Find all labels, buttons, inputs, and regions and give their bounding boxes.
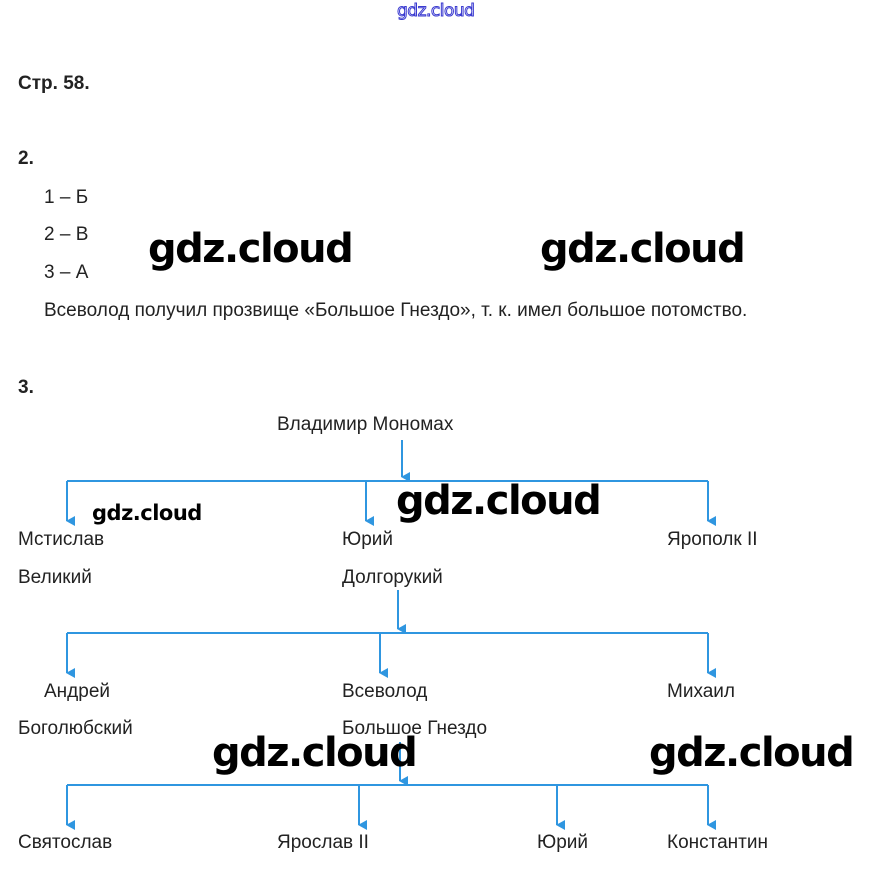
watermark: gdz.cloud [540, 226, 746, 272]
watermark: gdz.cloud [396, 478, 602, 524]
watermark: gdz.cloud [649, 730, 855, 776]
page-title: Стр. 58. [18, 73, 90, 94]
task-2-explanation: Всеволод получил прозвище «Большое Гнезд… [44, 300, 748, 321]
watermark: gdz.cloud [92, 501, 202, 525]
answer-item: 1 – Б [44, 187, 89, 208]
tree-node-name: Михаил [667, 681, 735, 702]
site-header-link[interactable]: gdz.cloud [396, 1, 475, 22]
tree-node-epithet: Долгорукий [342, 567, 443, 588]
tree-node-name: Святослав [18, 832, 113, 853]
tree-node-name: Андрей [44, 681, 110, 702]
watermark: gdz.cloud [148, 226, 354, 272]
tree-node-epithet: Боголюбский [18, 718, 133, 739]
task-3-number: 3. [18, 377, 34, 398]
tree-node-name: Всеволод [342, 681, 428, 702]
tree-node-name: Мстислав [18, 529, 105, 550]
tree-node-name: Константин [667, 832, 768, 853]
tree-node-name: Юрий [537, 832, 588, 853]
task-2-number: 2. [18, 148, 34, 169]
watermark: gdz.cloud [212, 730, 418, 776]
tree-node-name: Ярослав II [277, 832, 369, 853]
tree-node-epithet: Великий [18, 567, 92, 588]
tree-node-root: Владимир Мономах [277, 414, 454, 435]
tree-node-name: Юрий [342, 529, 393, 550]
answer-item: 3 – А [44, 262, 89, 283]
tree-node-epithet: Большое Гнездо [342, 718, 488, 739]
tree-node-name: Ярополк II [667, 529, 758, 550]
answer-item: 2 – В [44, 224, 89, 245]
